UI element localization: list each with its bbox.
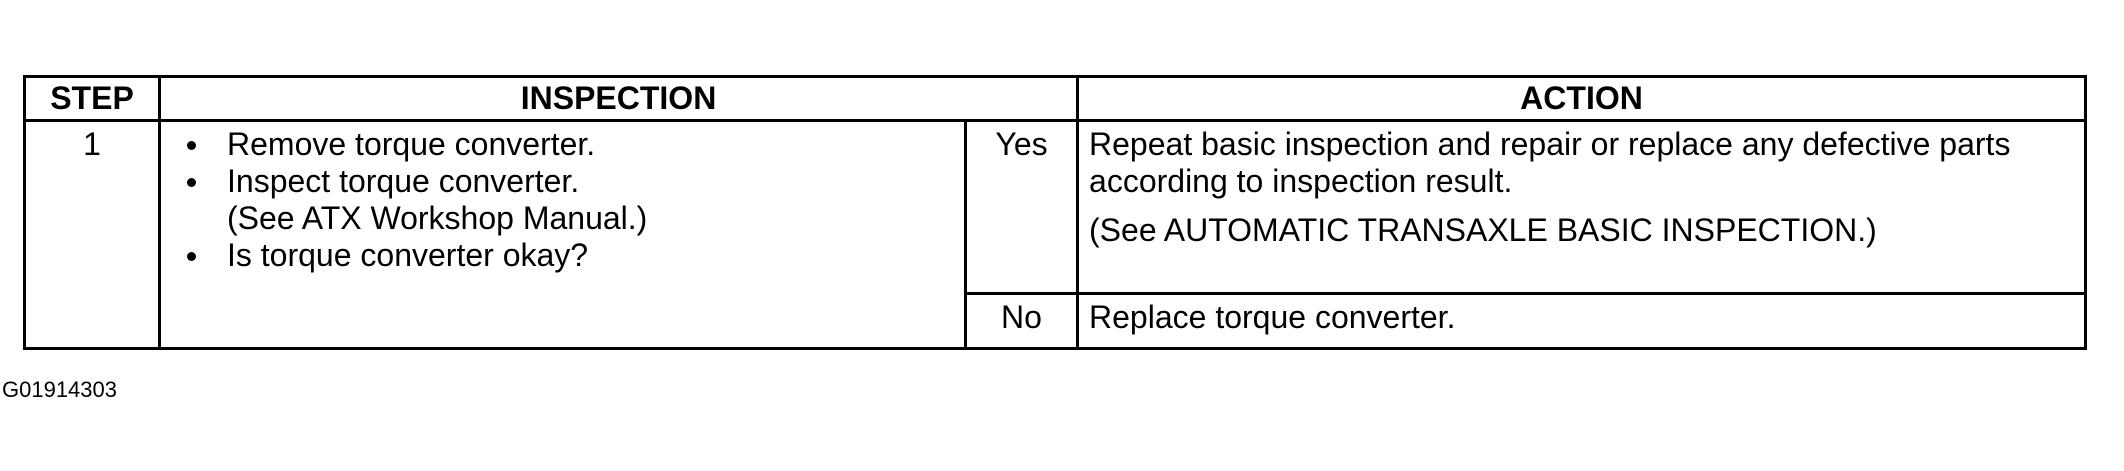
header-step: STEP xyxy=(23,75,161,122)
bullet-icon xyxy=(187,252,196,262)
diagnostic-table: STEP INSPECTION ACTION 1 Remove torque c… xyxy=(23,75,2087,350)
bullet-icon xyxy=(187,178,196,188)
header-inspection: INSPECTION xyxy=(157,75,1080,122)
action-yes-reference: (See AUTOMATIC TRANSAXLE BASIC INSPECTIO… xyxy=(1089,212,1877,249)
inspection-item-note: (See ATX Workshop Manual.) xyxy=(227,200,648,237)
table-row: No Replace torque converter. xyxy=(25,292,2087,350)
list-item: Remove torque converter. xyxy=(185,126,958,163)
list-item: Inspect torque converter. (See ATX Works… xyxy=(185,163,958,237)
step-number: 1 xyxy=(23,119,161,350)
inspection-list: Remove torque converter. Inspect torque … xyxy=(185,126,958,274)
answer-yes-label: Yes xyxy=(963,119,1080,295)
answer-no-label: No xyxy=(963,292,1080,350)
header-action: ACTION xyxy=(1076,75,2087,122)
inspection-item-text: Remove torque converter. xyxy=(227,126,596,162)
bullet-icon xyxy=(187,141,196,150)
table-row: 1 Remove torque converter. Inspect torqu… xyxy=(23,119,2087,350)
action-yes-text: Repeat basic inspection and repair or re… xyxy=(1089,126,2011,200)
inspection-item-text: Inspect torque converter. xyxy=(227,163,580,200)
inspection-cell: Remove torque converter. Inspect torque … xyxy=(158,119,967,350)
list-item: Is torque converter okay? xyxy=(185,237,958,274)
action-no-cell: Replace torque converter. xyxy=(1076,292,2087,350)
inspection-item-text: Is torque converter okay? xyxy=(227,237,589,274)
action-yes-cell: Repeat basic inspection and repair or re… xyxy=(1076,119,2087,295)
figure-code: G01914303 xyxy=(2,377,117,402)
action-no-text: Replace torque converter. xyxy=(1089,299,1456,335)
table-header-row: STEP INSPECTION ACTION xyxy=(23,75,2087,122)
